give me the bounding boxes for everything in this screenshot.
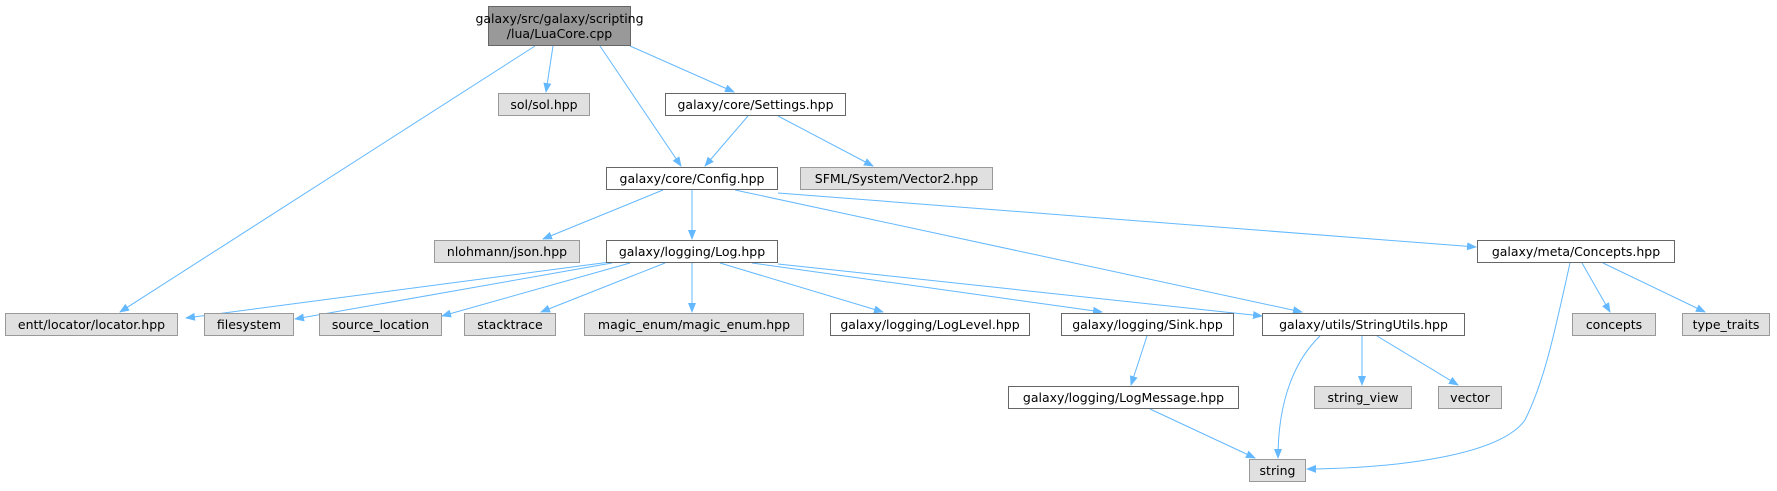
node-sol-hpp-label: sol/sol.hpp: [510, 97, 578, 112]
node-locator-hpp-label: entt/locator/locator.hpp: [17, 317, 166, 332]
node-loglevel-hpp[interactable]: galaxy/logging/LogLevel.hpp: [830, 313, 1030, 336]
edge-log-locator: [185, 261, 611, 321]
node-logmessage-hpp-label: galaxy/logging/LogMessage.hpp: [1022, 390, 1225, 405]
edge-log-stacktrace: [540, 262, 666, 313]
node-vector2-hpp-label: SFML/System/Vector2.hpp: [814, 171, 979, 186]
edge-settings-config: [704, 115, 749, 167]
node-logmessage-hpp[interactable]: galaxy/logging/LogMessage.hpp: [1008, 386, 1239, 409]
edge-concepts-typetraits: [1602, 262, 1706, 313]
edge-settings-vector2: [777, 115, 874, 167]
node-loglevel-hpp-label: galaxy/logging/LogLevel.hpp: [840, 317, 1020, 332]
node-settings-hpp[interactable]: galaxy/core/Settings.hpp: [665, 93, 846, 116]
edge-log-stringutils: [777, 263, 1263, 320]
node-source-location-label: source_location: [331, 317, 430, 332]
edge-log-loglevel: [719, 262, 884, 314]
edge-config-stringutils: [734, 189, 1303, 315]
node-config-hpp[interactable]: galaxy/core/Config.hpp: [606, 167, 778, 190]
node-luacore-cpp[interactable]: galaxy/src/galaxy/scripting /lua/LuaCore…: [475, 6, 644, 46]
node-sink-hpp-label: galaxy/logging/Sink.hpp: [1072, 317, 1223, 332]
node-log-hpp[interactable]: galaxy/logging/Log.hpp: [606, 240, 778, 263]
edge-su-string: [1274, 335, 1321, 459]
node-concepts-hpp[interactable]: galaxy/meta/Concepts.hpp: [1477, 240, 1675, 263]
node-locator-hpp[interactable]: entt/locator/locator.hpp: [5, 313, 178, 336]
edge-config-json: [542, 189, 664, 240]
node-settings-hpp-label: galaxy/core/Settings.hpp: [677, 97, 834, 112]
node-luacore-cpp-label-line1: galaxy/src/galaxy/scripting: [475, 11, 644, 26]
edge-sink-logmessage: [1129, 335, 1148, 386]
edge-log-sink: [751, 262, 1103, 315]
edge-logmsg-string: [1149, 408, 1256, 459]
edge-root-sol: [543, 45, 554, 93]
node-type-traits-label: type_traits: [1692, 317, 1760, 332]
node-json-hpp-label: nlohmann/json.hpp: [446, 244, 568, 259]
node-type-traits[interactable]: type_traits: [1682, 313, 1770, 336]
node-luacore-cpp-label-line2: /lua/LuaCore.cpp: [506, 26, 613, 41]
node-sol-hpp[interactable]: sol/sol.hpp: [498, 93, 590, 116]
edge-su-vector: [1376, 335, 1459, 386]
edge-concepts-concepts: [1581, 262, 1611, 313]
node-stringutils-hpp[interactable]: galaxy/utils/StringUtils.hpp: [1262, 313, 1465, 336]
node-string-view[interactable]: string_view: [1314, 386, 1412, 409]
node-concepts[interactable]: concepts: [1572, 313, 1656, 336]
node-vector[interactable]: vector: [1438, 386, 1502, 409]
node-string-label: string: [1259, 463, 1296, 478]
node-string[interactable]: string: [1249, 459, 1306, 482]
node-concepts-hpp-label: galaxy/meta/Concepts.hpp: [1491, 244, 1661, 259]
node-concepts-label: concepts: [1585, 317, 1643, 332]
node-filesystem-label: filesystem: [216, 317, 282, 332]
edge-config-concepts: [777, 192, 1477, 251]
edge-root-settings: [629, 45, 735, 93]
node-log-hpp-label: galaxy/logging/Log.hpp: [618, 244, 766, 259]
node-magic-enum-hpp[interactable]: magic_enum/magic_enum.hpp: [584, 313, 804, 336]
node-vector-label: vector: [1450, 390, 1490, 405]
node-magic-enum-hpp-label: magic_enum/magic_enum.hpp: [597, 317, 791, 332]
node-filesystem[interactable]: filesystem: [204, 313, 294, 336]
edge-log-sourceloc: [441, 262, 631, 318]
edge-root-locator: [119, 45, 536, 313]
edge-log-filesystem: [294, 262, 613, 322]
node-sink-hpp[interactable]: galaxy/logging/Sink.hpp: [1061, 313, 1234, 336]
node-stacktrace[interactable]: stacktrace: [464, 313, 556, 336]
node-config-hpp-label: galaxy/core/Config.hpp: [619, 171, 765, 186]
node-source-location[interactable]: source_location: [319, 313, 442, 336]
node-stringutils-hpp-label: galaxy/utils/StringUtils.hpp: [1279, 317, 1448, 332]
node-json-hpp[interactable]: nlohmann/json.hpp: [434, 240, 580, 263]
edge-concepts-string: [1306, 262, 1571, 473]
edge-root-config: [599, 45, 682, 167]
node-vector2-hpp[interactable]: SFML/System/Vector2.hpp: [800, 167, 993, 190]
node-stacktrace-label: stacktrace: [477, 317, 543, 332]
node-string-view-label: string_view: [1327, 390, 1399, 405]
